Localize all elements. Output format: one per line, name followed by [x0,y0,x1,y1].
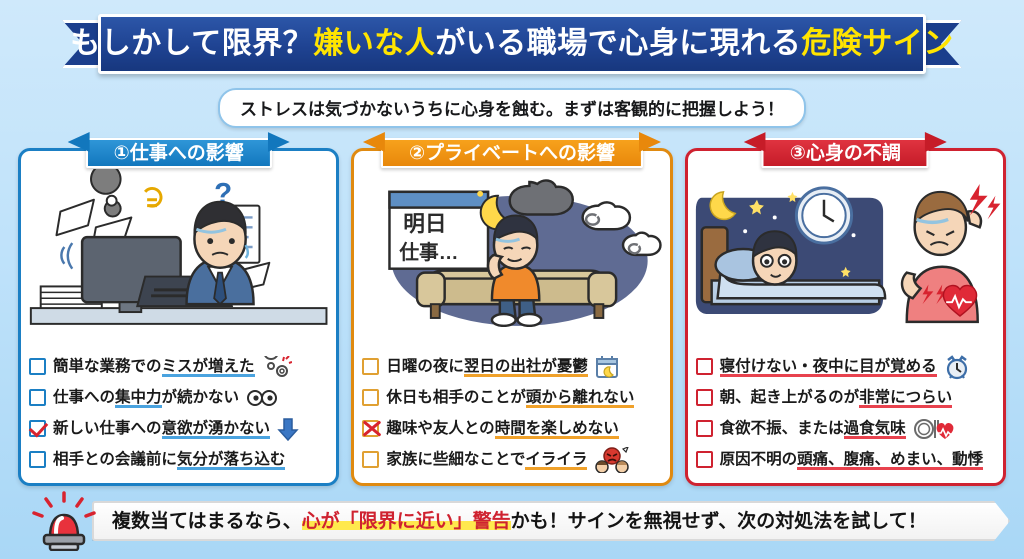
panel-1-heading: ①仕事への影響 [67,132,290,168]
title-highlight-1: 嫌いな人 [313,27,436,60]
gears-icon [262,355,292,378]
item-text-underline: 頭痛、腹痛、めまい、動悸 [797,450,984,470]
title-banner: もしかして限界？嫌いな人がいる職場で心身に現れる危険サイン [0,14,1024,74]
illustration-insomnia-and-headache [688,169,1003,327]
item-text-post: が続かない [161,388,240,406]
checkbox-crossed[interactable] [362,420,380,437]
title-highlight-2: 危険サイン [801,27,954,60]
list-item[interactable]: 休日も相手のことが頭から離れない [362,382,663,413]
svg-text:明日: 明日 [404,211,447,236]
panels-container: ①仕事への影響 ? [18,132,1006,486]
tired-eyes-icon [246,389,278,407]
checkbox[interactable] [362,451,380,468]
item-text-pre: 簡単な業務での [53,357,162,375]
item-text-pre: 休日も相手のことが [386,388,526,406]
illustration-stressed-office-worker: ? [21,169,336,327]
item-text-underline: 集中力 [115,388,162,408]
checkbox-checked[interactable] [29,420,46,437]
item-text-pre: 朝、起き上がるのが [719,388,860,406]
bottom-banner: 複数当てはまるなら、心が「限界に近い」警告かも！サインを無視せず、次の対処法を試… [0,491,1024,552]
list-item[interactable]: 簡単な業務でのミスが増えた [29,351,330,382]
bottom-banner-bar: 複数当てはまるなら、心が「限界に近い」警告かも！サインを無視せず、次の対処法を試… [92,501,1010,541]
panel-private-impact: ②プライベートへの影響 明日 仕事… [351,132,673,486]
calendar-moon-icon [595,355,619,379]
checkbox[interactable] [695,389,713,406]
list-item[interactable]: 仕事への集中力が続かない [29,382,330,413]
list-item[interactable]: 日曜の夜に翌日の出社が憂鬱 [362,351,663,382]
down-arrow-icon [277,417,299,441]
item-text-underline: 時間を楽しめない [494,419,619,439]
item-text-underline: 非常につらい [859,388,953,408]
angry-family-icon [594,446,630,473]
heading-fin-left [67,132,90,152]
panel-2-checklist: 日曜の夜に翌日の出社が憂鬱 休日も相手のことが頭から離れない 趣味や友人との時間… [362,351,663,475]
heading-fin-right [639,132,662,152]
item-text-pre: 相手との会議前に [53,450,177,468]
alert-siren-icon [28,491,100,552]
panel-work-impact: ①仕事への影響 ? [18,132,340,486]
checkbox[interactable] [695,420,713,437]
panel-1-heading-label: ①仕事への影響 [113,142,244,164]
subtitle: ストレスは気づかないうちに心身を蝕む。まずは客観的に把握しよう！ [218,88,806,128]
panel-physical-symptoms: ③心身の不調 [684,132,1006,486]
panel-2-heading-label: ②プライベートへの影響 [408,142,616,164]
list-item[interactable]: 新しい仕事への意欲が湧かない [29,413,330,444]
checkbox[interactable] [695,358,713,375]
panel-2-heading: ②プライベートへの影響 [362,132,662,168]
bottom-text-highlight: 心が「限界に近い」警告 [301,510,511,532]
item-text-pre: 仕事への [53,388,116,406]
panel-1-checklist: 簡単な業務でのミスが増えた 仕事への集中力が続かない 新しい仕事への意欲が湧かな… [29,351,330,475]
heading-fin-right [924,132,947,152]
list-item[interactable]: 朝、起き上がるのが非常につらい [695,382,997,413]
heading-fin-right [267,132,290,152]
item-text-pre: 家族に些細なことで [386,450,526,468]
panel-3-heading-label: ③心身の不調 [789,142,901,164]
list-item[interactable]: 趣味や友人との時間を楽しめない [362,413,663,444]
checkbox[interactable] [29,389,46,406]
item-text-pre: 新しい仕事への [53,419,162,437]
list-item[interactable]: 相手との会議前に気分が落ち込む [29,444,330,475]
title-part-1: もしかして限界？ [70,27,314,60]
item-text-pre: 食欲不振、または [719,419,844,437]
item-text-underline: 過食気味 [843,419,906,439]
item-text-underline: ミスが増えた [161,357,255,377]
svg-text:仕事…: 仕事… [399,241,459,264]
item-text-underline: 頭から離れない [525,388,635,408]
illustration-depressed-man-on-sofa: 明日 仕事… [354,169,669,327]
checkbox[interactable] [29,451,46,468]
list-item[interactable]: 家族に些細なことでイライラ [362,444,663,475]
item-text-pre: 日曜の夜に [386,357,464,375]
title-part-2: がいる職場で心身に現れる [435,27,802,60]
plate-heartbeat-icon [913,417,955,441]
panel-3-checklist: 寝付けない・夜中に目が覚める 朝、起き上がるのが非常につらい 食欲不振、または過… [695,351,997,475]
heading-fin-left [362,132,385,152]
page-title: もしかして限界？嫌いな人がいる職場で心身に現れる危険サイン [70,14,953,74]
checkbox[interactable] [362,358,380,375]
item-text-pre: 原因不明の [719,450,798,468]
item-text-underline: 翌日の出社が憂鬱 [463,357,588,377]
item-text-underline: 意欲が湧かない [161,419,271,439]
panel-3-heading: ③心身の不調 [743,132,947,168]
heading-fin-left [743,132,766,152]
list-item[interactable]: 寝付けない・夜中に目が覚める [695,351,997,382]
list-item[interactable]: 食欲不振、または過食気味 [695,413,997,444]
bottom-text-pre: 複数当てはまるなら、 [112,510,302,532]
alarm-clock-icon [944,354,970,380]
list-item[interactable]: 原因不明の頭痛、腹痛、めまい、動悸 [695,444,997,475]
item-text-underline: 寝付けない・夜中に目が覚める [719,357,937,377]
item-text-underline: 気分が落ち込む [176,450,286,470]
item-text-underline: イライラ [525,450,588,470]
checkbox[interactable] [29,358,46,375]
bottom-text-post: かも！サインを無視せず、次の対処法を試して！ [510,510,927,532]
checkbox[interactable] [362,389,380,406]
item-text-pre: 趣味や友人との [386,419,495,437]
checkbox[interactable] [695,451,713,468]
